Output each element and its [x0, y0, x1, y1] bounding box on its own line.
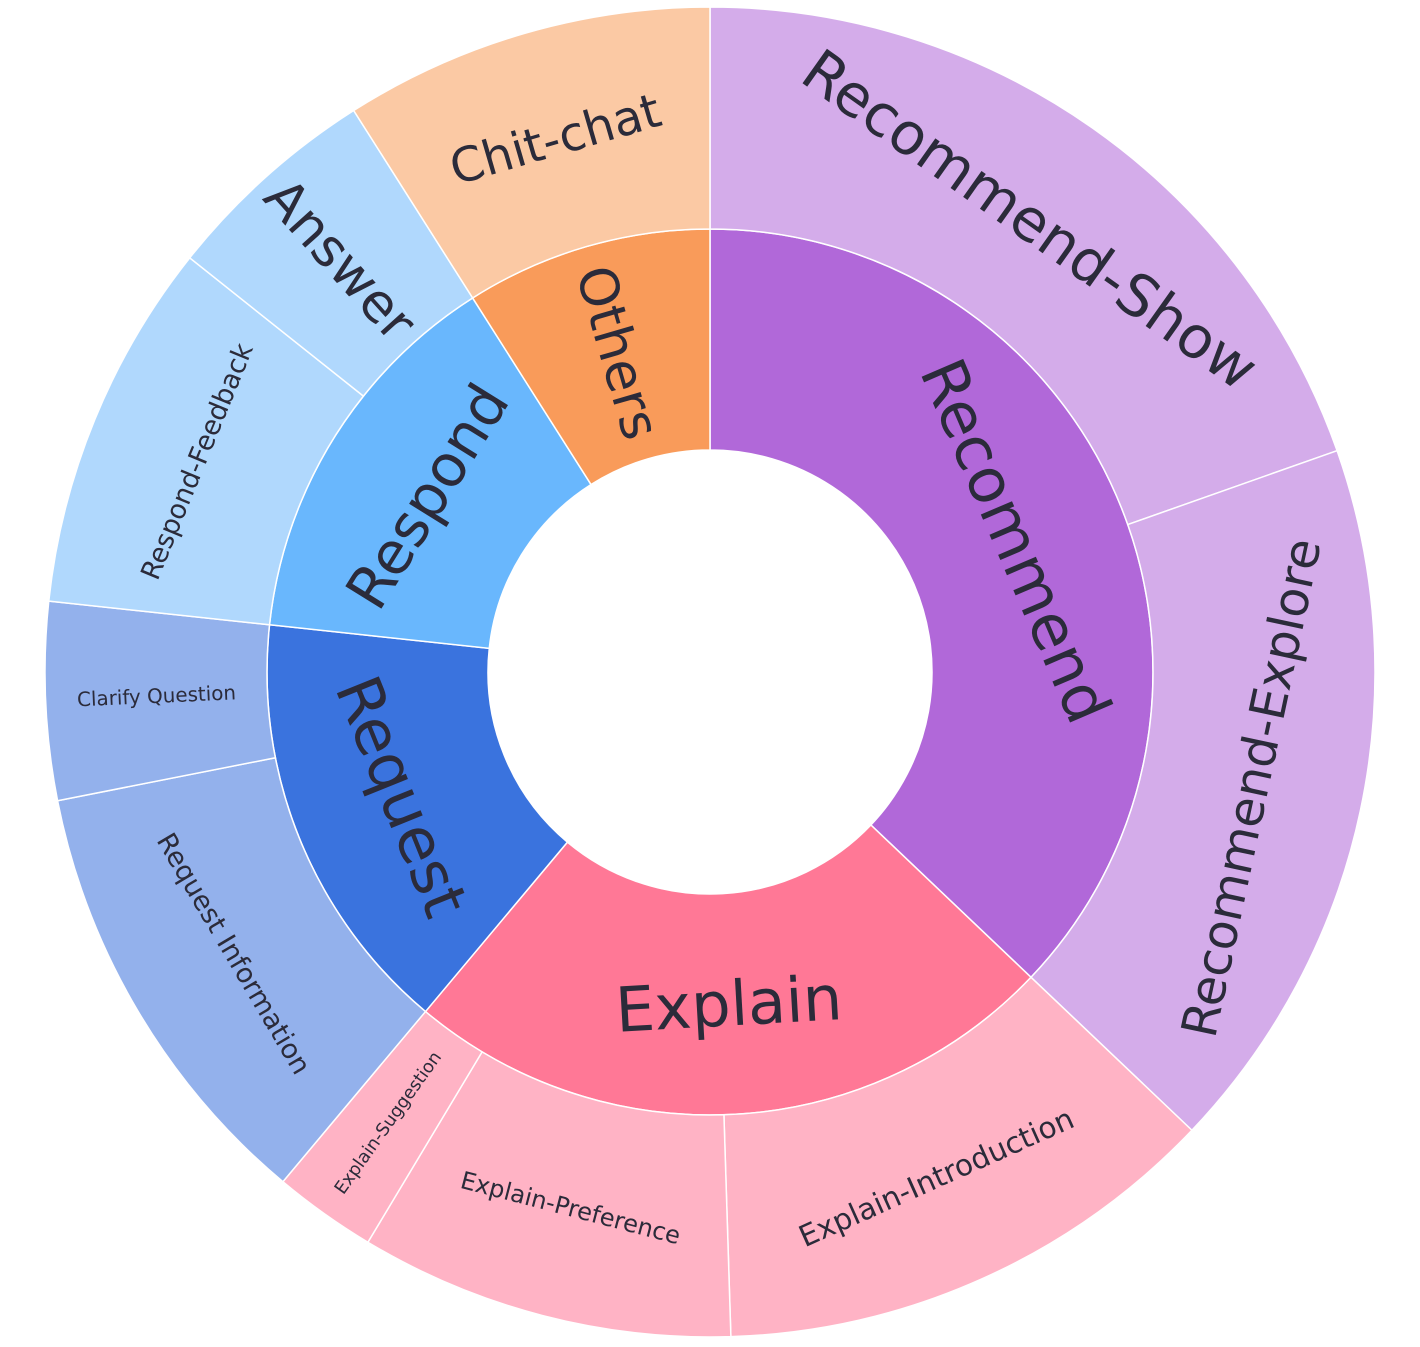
segment-chit-chat[interactable]	[352, 6, 711, 299]
segment-recommend-explore[interactable]	[1029, 449, 1376, 1132]
segment-recommend-show[interactable]	[709, 6, 1339, 526]
segment-explain-introduction[interactable]	[723, 976, 1193, 1338]
label-explain: Explain	[613, 961, 844, 1047]
sunburst-segments	[44, 6, 1376, 1338]
